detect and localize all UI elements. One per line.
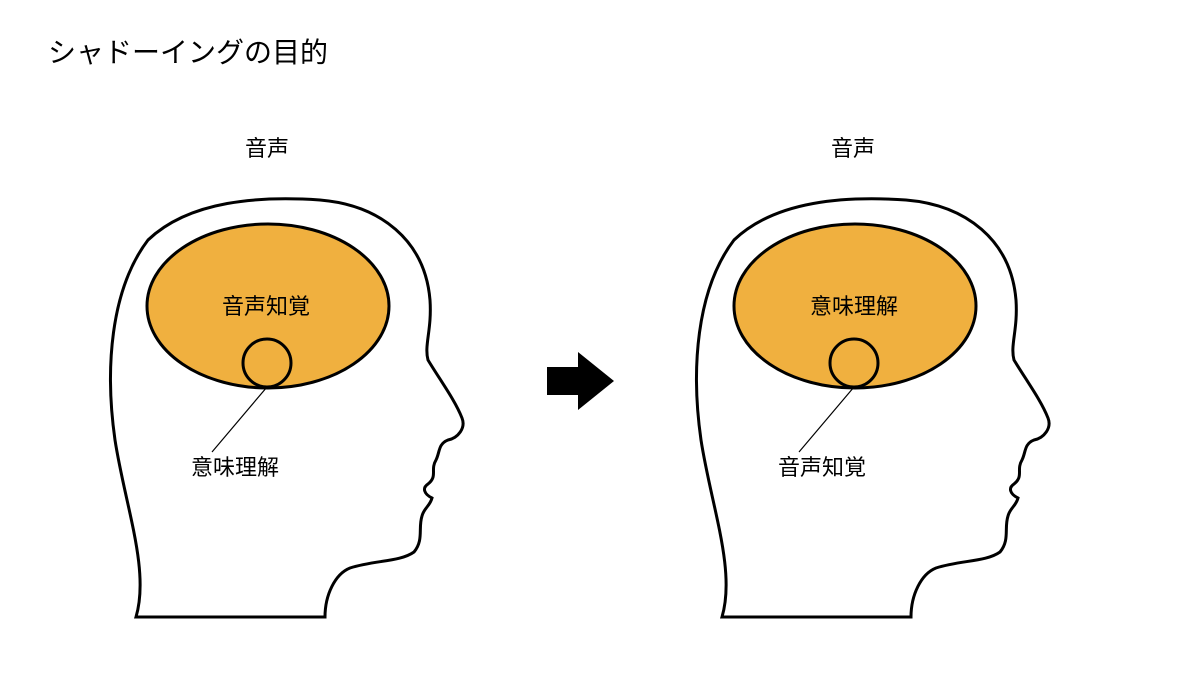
- left-pointer-line: [211, 386, 268, 453]
- left-inner-circle: [241, 337, 293, 389]
- left-panel: 音声 音声知覚 意味理解: [109, 137, 465, 619]
- right-inner-circle: [828, 337, 880, 389]
- right-sound-label: 音声: [831, 137, 875, 162]
- left-sound-label: 音声: [245, 137, 289, 162]
- right-pointer-line: [798, 386, 855, 453]
- left-pointer-label: 意味理解: [191, 456, 279, 481]
- right-pointer-label: 音声知覚: [778, 456, 866, 481]
- page-title: シャドーイングの目的: [48, 36, 329, 69]
- right-brain-label: 意味理解: [810, 295, 898, 320]
- left-brain-label: 音声知覚: [222, 295, 310, 320]
- right-panel: 音声 意味理解 音声知覚: [695, 137, 1051, 619]
- right-arrow-icon: [547, 352, 614, 410]
